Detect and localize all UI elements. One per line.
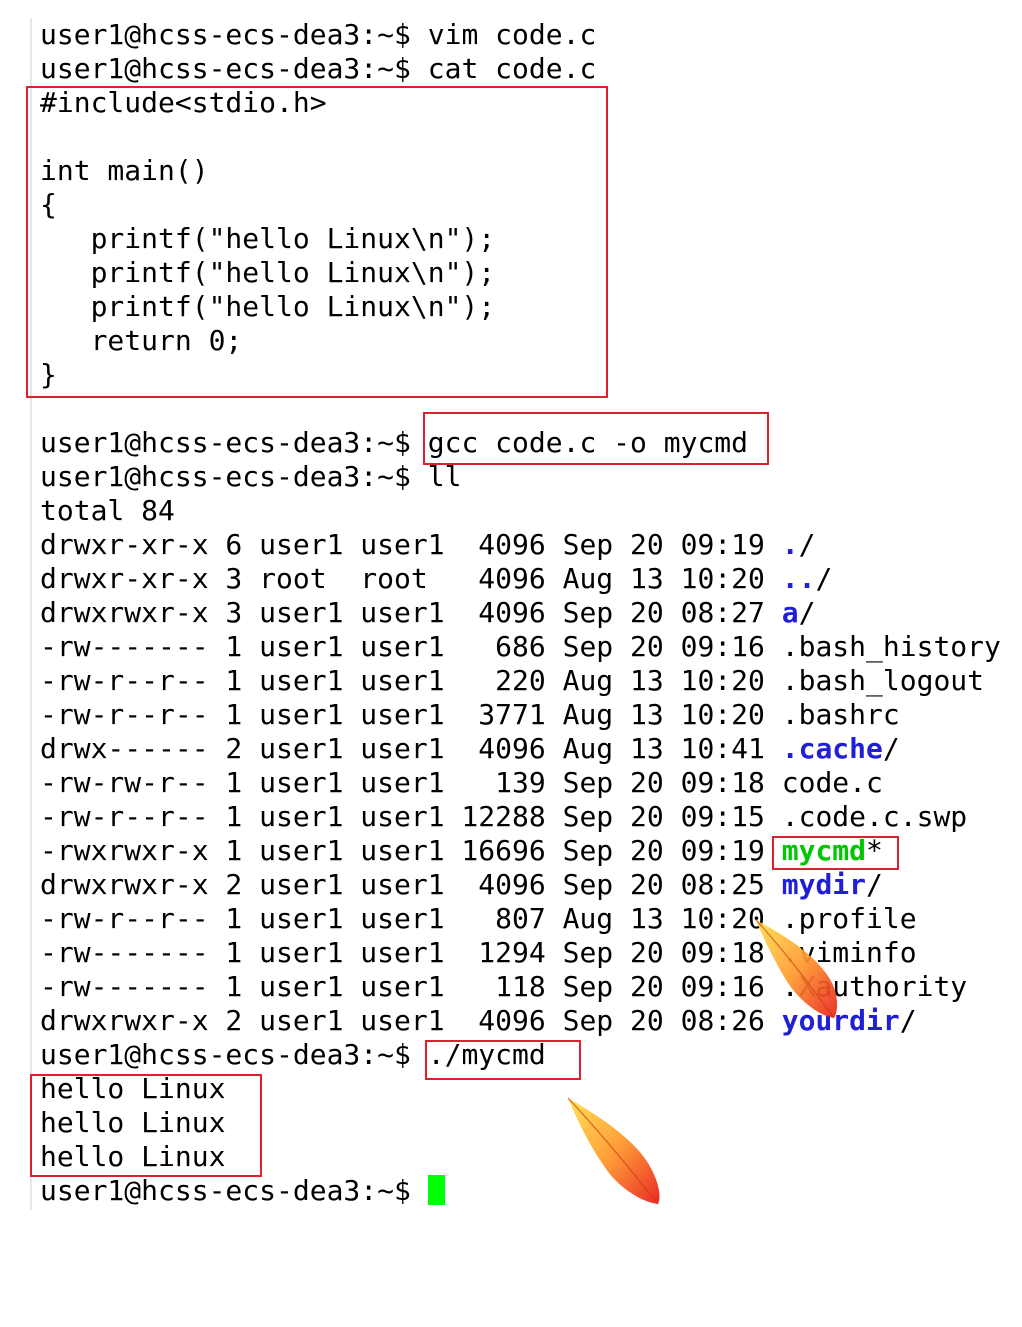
source-code-line: #include<stdio.h> (40, 86, 327, 119)
terminal-window[interactable]: user1@hcss-ecs-dea3:~$ vim code.c user1@… (30, 18, 1020, 1210)
file-meta: -rw-r--r-- 1 user1 user1 220 Aug 13 10:2… (40, 664, 782, 697)
command-line-run: user1@hcss-ecs-dea3:~$ ./mycmd (40, 1038, 546, 1072)
shell-prompt: user1@hcss-ecs-dea3:~$ (40, 1174, 428, 1207)
file-meta: -rw------- 1 user1 user1 118 Sep 20 09:1… (40, 970, 782, 1003)
source-code-line: } (40, 358, 57, 391)
file-name: .code.c.swp (781, 800, 968, 833)
file-suffix: / (798, 596, 816, 629)
highlight-mycmd-file (772, 836, 899, 870)
listing-row: -rw------- 1 user1 user1 1294 Sep 20 09:… (40, 936, 917, 970)
command-text: ll (427, 460, 462, 493)
command-line-ll: user1@hcss-ecs-dea3:~$ ll (40, 460, 461, 494)
file-meta: -rw------- 1 user1 user1 686 Sep 20 09:1… (40, 630, 782, 663)
file-suffix: * (866, 834, 883, 867)
file-name: mycmd (781, 834, 867, 867)
file-name: .profile (781, 902, 917, 935)
listing-row: -rw-r--r-- 1 user1 user1 220 Aug 13 10:2… (40, 664, 984, 698)
file-suffix: / (798, 528, 816, 561)
listing-row: -rw-r--r-- 1 user1 user1 807 Aug 13 10:2… (40, 902, 917, 936)
file-meta: -rw-rw-r-- 1 user1 user1 139 Sep 20 09:1… (40, 766, 782, 799)
listing-row: -rw-rw-r-- 1 user1 user1 139 Sep 20 09:1… (40, 766, 883, 800)
listing-row: -rwxrwxr-x 1 user1 user1 16696 Sep 20 09… (40, 834, 883, 868)
command-text: cat code.c (427, 52, 597, 85)
current-prompt-line[interactable]: user1@hcss-ecs-dea3:~$ (40, 1174, 445, 1208)
file-name: .bash_history (781, 630, 1001, 663)
source-code-line: { (40, 188, 57, 221)
file-name: .. (781, 562, 816, 595)
command-line-vim: user1@hcss-ecs-dea3:~$ vim code.c (40, 18, 596, 52)
file-name: mydir (781, 868, 867, 901)
source-code-line: printf("hello Linux\n"); (40, 222, 496, 255)
file-meta: -rwxrwxr-x 1 user1 user1 16696 Sep 20 09… (40, 834, 782, 867)
shell-prompt: user1@hcss-ecs-dea3:~$ (40, 1038, 428, 1071)
file-name: a (781, 596, 799, 629)
listing-row: -rw-r--r-- 1 user1 user1 3771 Aug 13 10:… (40, 698, 900, 732)
file-name: .cache (781, 732, 883, 765)
file-meta: drwxrwxr-x 3 user1 user1 4096 Sep 20 08:… (40, 596, 782, 629)
source-code-line: int main() (40, 154, 209, 187)
listing-row: -rw------- 1 user1 user1 118 Sep 20 09:1… (40, 970, 967, 1004)
file-suffix: / (899, 1004, 917, 1037)
command-text: gcc code.c -o mycmd (427, 426, 749, 459)
shell-prompt: user1@hcss-ecs-dea3:~$ (40, 18, 428, 51)
file-name: code.c (781, 766, 883, 799)
file-meta: drwxr-xr-x 3 root root 4096 Aug 13 10:20 (40, 562, 782, 595)
file-suffix: / (815, 562, 833, 595)
listing-total: total 84 (40, 494, 175, 527)
file-meta: -rw-r--r-- 1 user1 user1 12288 Sep 20 09… (40, 800, 782, 833)
feather-icon (755, 919, 838, 1019)
file-name: yourdir (781, 1004, 900, 1037)
file-meta: -rw------- 1 user1 user1 1294 Sep 20 09:… (40, 936, 782, 969)
highlight-program-output (30, 1074, 262, 1177)
shell-prompt: user1@hcss-ecs-dea3:~$ (40, 52, 428, 85)
command-line-gcc: user1@hcss-ecs-dea3:~$ gcc code.c -o myc… (40, 426, 748, 460)
file-suffix: / (882, 732, 900, 765)
file-meta: drwxrwxr-x 2 user1 user1 4096 Sep 20 08:… (40, 868, 782, 901)
feather-icon (567, 1097, 660, 1205)
command-line-cat: user1@hcss-ecs-dea3:~$ cat code.c (40, 52, 596, 86)
program-output-line: hello Linux (40, 1072, 226, 1105)
highlight-source-code (26, 86, 608, 398)
command-text: ./mycmd (427, 1038, 546, 1071)
file-name: .bashrc (781, 698, 900, 731)
listing-row: drwxrwxr-x 2 user1 user1 4096 Sep 20 08:… (40, 1004, 917, 1038)
file-name: .bash_logout (781, 664, 985, 697)
command-text: vim code.c (427, 18, 597, 51)
shell-prompt: user1@hcss-ecs-dea3:~$ (40, 460, 428, 493)
highlight-run-command (425, 1040, 581, 1080)
source-code-line: printf("hello Linux\n"); (40, 256, 496, 289)
listing-row: drwxrwxr-x 2 user1 user1 4096 Sep 20 08:… (40, 868, 883, 902)
listing-row: drwxrwxr-x 3 user1 user1 4096 Sep 20 08:… (40, 596, 815, 630)
source-code-line: printf("hello Linux\n"); (40, 290, 496, 323)
file-meta: drwxr-xr-x 6 user1 user1 4096 Sep 20 09:… (40, 528, 782, 561)
text-cursor (427, 1175, 445, 1205)
listing-row: drwxr-xr-x 3 root root 4096 Aug 13 10:20… (40, 562, 832, 596)
program-output-line: hello Linux (40, 1106, 226, 1139)
highlight-gcc-command (423, 412, 769, 465)
listing-row: -rw-r--r-- 1 user1 user1 12288 Sep 20 09… (40, 800, 967, 834)
listing-row: drwxr-xr-x 6 user1 user1 4096 Sep 20 09:… (40, 528, 815, 562)
file-name: . (781, 528, 799, 561)
source-code-line: return 0; (40, 324, 243, 357)
file-meta: -rw-r--r-- 1 user1 user1 807 Aug 13 10:2… (40, 902, 782, 935)
listing-row: drwx------ 2 user1 user1 4096 Aug 13 10:… (40, 732, 900, 766)
file-suffix: / (866, 868, 883, 901)
program-output-line: hello Linux (40, 1140, 226, 1173)
file-meta: -rw-r--r-- 1 user1 user1 3771 Aug 13 10:… (40, 698, 782, 731)
file-meta: drwx------ 2 user1 user1 4096 Aug 13 10:… (40, 732, 782, 765)
listing-row: -rw------- 1 user1 user1 686 Sep 20 09:1… (40, 630, 1001, 664)
file-meta: drwxrwxr-x 2 user1 user1 4096 Sep 20 08:… (40, 1004, 782, 1037)
shell-prompt: user1@hcss-ecs-dea3:~$ (40, 426, 428, 459)
